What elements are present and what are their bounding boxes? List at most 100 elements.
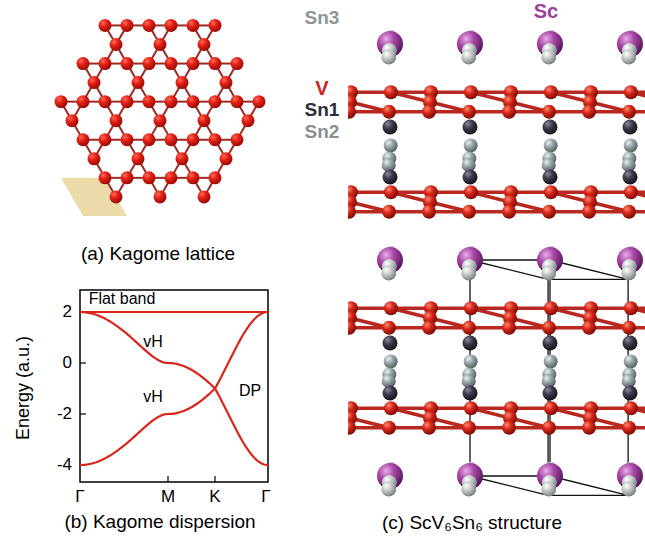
- atom: [541, 265, 556, 280]
- band-curve: [80, 312, 268, 389]
- lattice-site: [231, 95, 244, 108]
- v-atom: [582, 421, 596, 435]
- sn1-atom: [383, 120, 398, 135]
- panel-caption: (a) Kagome lattice: [81, 244, 235, 265]
- sn1-atom: [543, 336, 558, 351]
- sn1-atom: [543, 170, 558, 185]
- v-atom: [502, 105, 516, 119]
- v-atom: [348, 105, 356, 119]
- band-curve: [80, 311, 268, 313]
- lattice-site: [99, 171, 112, 184]
- v-atom: [622, 321, 636, 335]
- v-atom: [382, 421, 396, 435]
- lattice-site: [132, 76, 145, 89]
- v-atom: [542, 321, 556, 335]
- v-atom: [502, 205, 516, 219]
- band-label: vH: [143, 388, 163, 406]
- element-label: Sn2: [305, 122, 340, 143]
- tick-label: 0: [63, 354, 72, 373]
- v-atom: [348, 421, 356, 435]
- lattice-site: [99, 57, 112, 70]
- lattice-site: [99, 19, 112, 32]
- v-atom: [544, 185, 558, 199]
- atom: [541, 49, 556, 64]
- lattice-site: [198, 38, 211, 51]
- sn1-atom: [463, 120, 478, 135]
- lattice-site: [242, 114, 255, 127]
- lattice-site: [209, 133, 222, 146]
- v-atom: [384, 85, 398, 99]
- v-atom: [622, 105, 636, 119]
- lattice-site: [121, 171, 134, 184]
- lattice-site: [165, 95, 178, 108]
- panel-caption: (c) ScV₆Sn₆ structure: [382, 513, 562, 534]
- v-atom: [582, 205, 596, 219]
- sn2-atom: [464, 355, 478, 369]
- sn2-atom: [384, 139, 398, 153]
- lattice-site: [176, 152, 189, 165]
- sn2-atom: [384, 355, 398, 369]
- band-label: vH: [143, 333, 163, 351]
- atom: [381, 265, 396, 280]
- lattice-site: [121, 57, 134, 70]
- lattice-site: [154, 114, 167, 127]
- atom: [461, 49, 476, 64]
- v-atom: [622, 421, 636, 435]
- lattice-site: [209, 19, 222, 32]
- v-atom: [464, 85, 478, 99]
- v-atom: [384, 401, 398, 415]
- kagome-lattice: [55, 19, 266, 216]
- y-tick: [80, 413, 86, 414]
- lattice-site: [187, 57, 200, 70]
- lattice-site: [110, 114, 123, 127]
- lattice-site: [66, 114, 79, 127]
- lattice-site: [99, 95, 112, 108]
- lattice-site: [198, 114, 211, 127]
- v-atom: [542, 421, 556, 435]
- v-atom: [542, 205, 556, 219]
- panel-caption: (b) Kagome dispersion: [64, 512, 255, 533]
- lattice-site: [88, 76, 101, 89]
- tick-label: -4: [57, 456, 72, 475]
- sn1-atom: [383, 170, 398, 185]
- tick-label: -2: [57, 405, 72, 424]
- atom: [381, 481, 396, 496]
- atom: [381, 49, 396, 64]
- unit-cell: [61, 178, 127, 216]
- sn2-atom: [624, 355, 638, 369]
- lattice-site: [154, 190, 167, 203]
- element-label: V: [315, 77, 328, 99]
- lattice-site: [209, 95, 222, 108]
- lattice-site: [143, 57, 156, 70]
- v-atom: [348, 321, 356, 335]
- lattice-site: [143, 171, 156, 184]
- lattice-site: [55, 95, 68, 108]
- v-atom: [544, 85, 558, 99]
- crystal-structure: [348, 30, 645, 496]
- v-atom: [544, 301, 558, 315]
- v-atom: [348, 205, 356, 219]
- v-atom: [422, 321, 436, 335]
- lattice-site: [88, 152, 101, 165]
- sn2-atom: [544, 139, 558, 153]
- element-label: Sc: [532, 0, 560, 22]
- lattice-site: [165, 171, 178, 184]
- v-atom: [502, 421, 516, 435]
- lattice-site: [165, 133, 178, 146]
- lattice-site: [132, 152, 145, 165]
- lattice-site: [220, 76, 233, 89]
- band-curve: [80, 389, 268, 466]
- atom: [461, 265, 476, 280]
- tick-label: 2: [63, 303, 72, 322]
- v-atom: [542, 105, 556, 119]
- lattice-site: [77, 133, 90, 146]
- y-tick: [80, 362, 86, 363]
- sn1-atom: [623, 170, 638, 185]
- lattice-site: [143, 133, 156, 146]
- atom: [461, 481, 476, 496]
- sn1-atom: [463, 170, 478, 185]
- v-atom: [624, 401, 638, 415]
- atom: [541, 481, 556, 496]
- dispersion-plot: [80, 290, 268, 482]
- lattice-site: [253, 95, 266, 108]
